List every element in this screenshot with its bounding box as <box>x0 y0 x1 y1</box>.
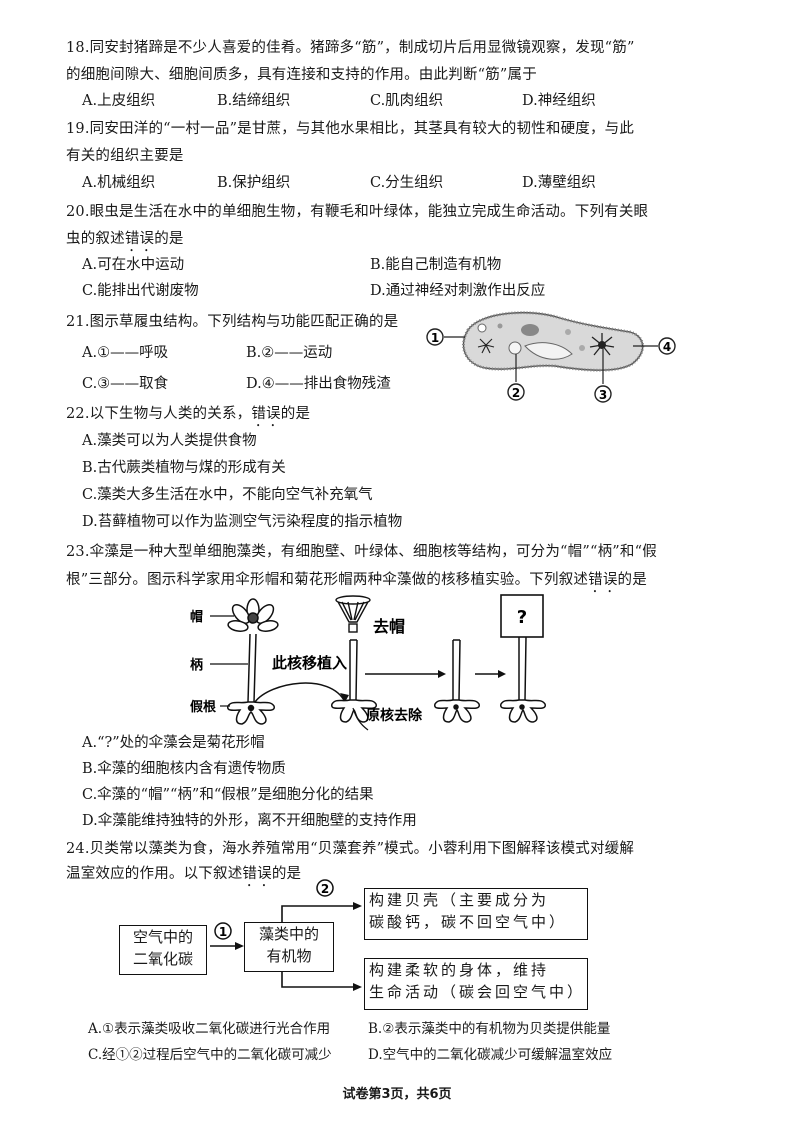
q21-option-a: A.①——呼吸 <box>82 345 169 361</box>
q23-option-d: D.伞藻能维持独特的外形，离不开细胞壁的支持作用 <box>82 813 417 829</box>
q24-stem-tail: 的是 <box>271 866 302 882</box>
paramecium-body-icon <box>462 311 645 372</box>
box-soft-body-line1: 构建柔软的身体，维持 <box>369 961 550 979</box>
q22-option-d: D.苔藓植物可以作为监测空气污染程度的指示植物 <box>82 514 403 530</box>
q23-option-c: C.伞藻的“帽”“柄”和“假根”是细胞分化的结果 <box>82 787 374 803</box>
arrow-label-2: 2 <box>321 882 329 896</box>
q18-option-a: A.上皮组织 <box>82 93 156 109</box>
q24-option-a: A.①表示藻类吸收二氧化碳进行光合作用 <box>88 1021 331 1037</box>
box-air-co2: 空气中的 二氧化碳 <box>119 925 207 975</box>
box-air-co2-line2: 二氧化碳 <box>132 950 193 968</box>
q23-option-a: A.“?”处的伞藻会是菊花形帽 <box>82 735 265 751</box>
q20-stem-tail: 的是 <box>154 231 184 247</box>
q24-stem-line1: 24.贝类常以藻类为食，海水养殖常用“贝藻套养”模式。小蓉利用下图解释该模式对缓… <box>66 841 635 857</box>
q22-option-b: B.古代蕨类植物与煤的形成有关 <box>82 460 286 476</box>
q22-stem-tail: 的是 <box>280 406 311 422</box>
q20-stem-text: 虫的叙述 <box>66 231 125 247</box>
page-footer: 试卷第3页，共6页 <box>342 1087 452 1102</box>
label-cap: 帽 <box>190 609 203 625</box>
q20-option-c: C.能排出代谢废物 <box>82 283 199 299</box>
q22-option-c: C.藻类大多生活在水中，不能向空气补充氧气 <box>82 487 373 503</box>
q19-stem-line1: 19.同安田洋的“一村一品”是甘蔗，与其他水果相比，其茎具有较大的韧性和硬度，与… <box>66 121 635 137</box>
q20-emphasis-wrong: 错误 <box>124 231 155 247</box>
paramecium-diagram: 1 2 3 4 <box>426 311 676 403</box>
acetabularia-diagram: 帽 柄 假根 此核移植入 去帽 原核去除 ? <box>190 594 546 731</box>
label-transplant: 此核移植入 <box>272 654 347 672</box>
q19-option-b: B.保护组织 <box>217 175 291 191</box>
q22-option-a: A.藻类可以为人类提供食物 <box>82 433 257 449</box>
q22-emphasis-wrong: 错误 <box>251 406 281 422</box>
q24-emphasis-wrong: 错误 <box>242 866 272 882</box>
chrysanthemum-cap-icon <box>227 598 279 632</box>
box-algae-organic: 藻类中的 有机物 <box>244 922 334 972</box>
box-shell-line1: 构建贝壳（主要成分为 <box>369 891 550 909</box>
q23-stem-text: 根”三部分。图示科学家用伞形帽和菊花形帽两种伞藻做的核移植实验。下列叙述 <box>66 572 589 588</box>
q21-option-d: D.④——排出食物残渣 <box>246 376 391 392</box>
box-shell-line2: 碳酸钙，碳不回空气中） <box>369 913 568 931</box>
q22-stem-text: 22.以下生物与人类的关系， <box>66 406 252 422</box>
q20-stem-line2: 虫的叙述错误的是 <box>66 227 184 255</box>
box-algae-organic-line2: 有机物 <box>266 947 312 965</box>
q22-stem: 22.以下生物与人类的关系，错误的是 <box>66 402 310 430</box>
label-rhizoid: 假根 <box>190 699 217 715</box>
q23-stem-line2: 根”三部分。图示科学家用伞形帽和菊花形帽两种伞藻做的核移植实验。下列叙述错误的是 <box>66 568 647 596</box>
label-1: 1 <box>431 331 439 345</box>
q19-option-a: A.机械组织 <box>82 175 156 191</box>
q18-stem-line2: 的细胞间隙大、细胞间质多，具有连接和支持的作用。由此判断“筋”属于 <box>66 67 537 83</box>
box-shell: 构建贝壳（主要成分为 碳酸钙，碳不回空气中） <box>364 888 588 940</box>
q20-option-b: B.能自己制造有机物 <box>370 257 502 273</box>
box-algae-organic-line1: 藻类中的 <box>258 925 319 943</box>
q23-option-b: B.伞藻的细胞核内含有遗传物质 <box>82 761 286 777</box>
q20-stem-line1: 20.眼虫是生活在水中的单细胞生物，有鞭毛和叶绿体，能独立完成生命活动。下列有关… <box>66 204 649 220</box>
q19-option-d: D.薄壁组织 <box>522 175 596 191</box>
q18-stem-line1: 18.同安封猪蹄是不少人喜爱的佳肴。猪蹄多“筋”，制成切片后用显微镜观察，发现“… <box>66 40 635 56</box>
q24-option-b: B.②表示藻类中的有机物为贝类提供能量 <box>368 1021 611 1037</box>
label-4: 4 <box>663 340 671 354</box>
box-soft-body-line2: 生命活动（碳会回空气中） <box>369 983 586 1001</box>
q19-option-c: C.分生组织 <box>370 175 444 191</box>
q21-option-c: C.③——取食 <box>82 376 169 392</box>
label-2: 2 <box>512 386 520 400</box>
rhizoid-icon <box>227 701 275 725</box>
label-stalk: 柄 <box>190 657 203 673</box>
q24-stem-text: 温室效应的作用。以下叙述 <box>66 866 243 882</box>
q20-option-a: A.可在水中运动 <box>82 257 185 273</box>
q23-stem-line1: 23.伞藻是一种大型单细胞藻类，有细胞壁、叶绿体、细胞核等结构，可分为“帽”“柄… <box>66 544 657 560</box>
flow-diagram-arrows: 1 2 <box>210 879 362 991</box>
q20-option-d: D.通过神经对刺激作出反应 <box>370 283 546 299</box>
q21-option-b: B.②——运动 <box>246 345 333 361</box>
arrow-label-1: 1 <box>219 925 227 939</box>
q18-option-c: C.肌肉组织 <box>370 93 444 109</box>
label-unknown: ? <box>517 607 527 628</box>
label-3: 3 <box>599 388 607 402</box>
q24-option-c: C.经①②过程后空气中的二氧化碳可减少 <box>88 1047 332 1063</box>
label-remove-cap: 去帽 <box>373 617 405 636</box>
q24-option-d: D.空气中的二氧化碳减少可缓解温室效应 <box>368 1047 613 1063</box>
box-air-co2-line1: 空气中的 <box>132 928 193 946</box>
q23-emphasis-wrong: 错误 <box>588 572 618 588</box>
q24-stem-line2: 温室效应的作用。以下叙述错误的是 <box>66 862 301 890</box>
label-remove-nucleus: 原核去除 <box>366 707 423 724</box>
q18-option-d: D.神经组织 <box>522 93 596 109</box>
q18-option-b: B.结缔组织 <box>217 93 291 109</box>
box-soft-body: 构建柔软的身体，维持 生命活动（碳会回空气中） <box>364 958 588 1010</box>
q21-stem: 21.图示草履虫结构。下列结构与功能匹配正确的是 <box>66 314 399 330</box>
q23-stem-tail: 的是 <box>617 572 647 588</box>
unknown-cap-box <box>500 594 544 638</box>
umbrella-cap-icon <box>335 595 371 633</box>
q19-stem-line2: 有关的组织主要是 <box>66 148 184 164</box>
